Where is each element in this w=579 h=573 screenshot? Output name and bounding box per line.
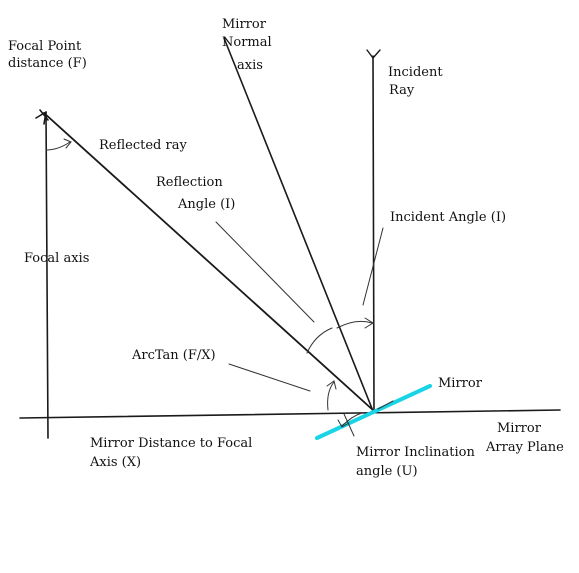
focal-point-angle-arc	[45, 141, 71, 151]
mirror-inclination-leader	[343, 413, 355, 437]
mirror-line	[315, 384, 432, 440]
mirror-normal-label-line1: Mirror	[222, 17, 267, 32]
reflected-ray-line	[43, 112, 375, 412]
mirror-inclination-arc	[341, 412, 363, 427]
mirror-distance-label-line2: Axis (X)	[89, 455, 141, 470]
arctan-label: ArcTan (F/X)	[131, 348, 216, 363]
mirror-array-plane-label-line1: Mirror	[497, 421, 542, 436]
incident-ray-label-line1: Incident	[388, 65, 443, 80]
mirror-label-leader	[377, 400, 394, 410]
mirror-inclination-label-line1: Mirror Inclination	[356, 445, 476, 460]
focal-point-label-line1: Focal Point	[8, 39, 82, 54]
mirror-inclination-arrow	[337, 419, 350, 428]
focal-point-label-line2: distance (F)	[8, 56, 87, 71]
incident-angle-arc	[336, 320, 373, 329]
mirror-normal-label-line2: Normal	[222, 35, 272, 50]
incident-ray-arrowhead	[366, 49, 381, 59]
incident-ray-label-line2: Ray	[389, 83, 415, 98]
reflection-angle-label-line2: Angle (I)	[177, 197, 235, 212]
reflection-angle-label-line1: Reflection	[156, 175, 223, 190]
focal-point-arrowhead	[35, 109, 49, 125]
incident-angle-label: Incident Angle (I)	[390, 210, 506, 225]
mirror-normal-label-line3: axis	[237, 58, 263, 73]
mirror-distance-label-line1: Mirror Distance to Focal	[90, 436, 252, 451]
mirror-label: Mirror	[438, 376, 483, 391]
mirror-inclination-label-line2: angle (U)	[356, 464, 418, 479]
focal-axis-label: Focal axis	[24, 251, 89, 266]
incident-ray-line	[372, 55, 375, 413]
incident-angle-arrow	[364, 317, 374, 329]
focal-point-angle-arrow	[63, 138, 72, 149]
arctan-angle-arrow	[326, 380, 337, 390]
focal-axis-line	[45, 111, 49, 439]
mirror-array-plane-label-line2: Array Plane	[485, 440, 564, 455]
reflected-ray-label: Reflected ray	[99, 138, 187, 153]
reflection-angle-leader	[215, 221, 315, 323]
reflection-angle-arc	[306, 327, 333, 354]
arctan-leader	[228, 363, 311, 392]
mirror-normal-axis-line	[223, 37, 374, 412]
incident-angle-leader	[362, 227, 384, 306]
arctan-angle-arc	[327, 381, 335, 411]
mirror-array-plane-line	[19, 409, 561, 419]
